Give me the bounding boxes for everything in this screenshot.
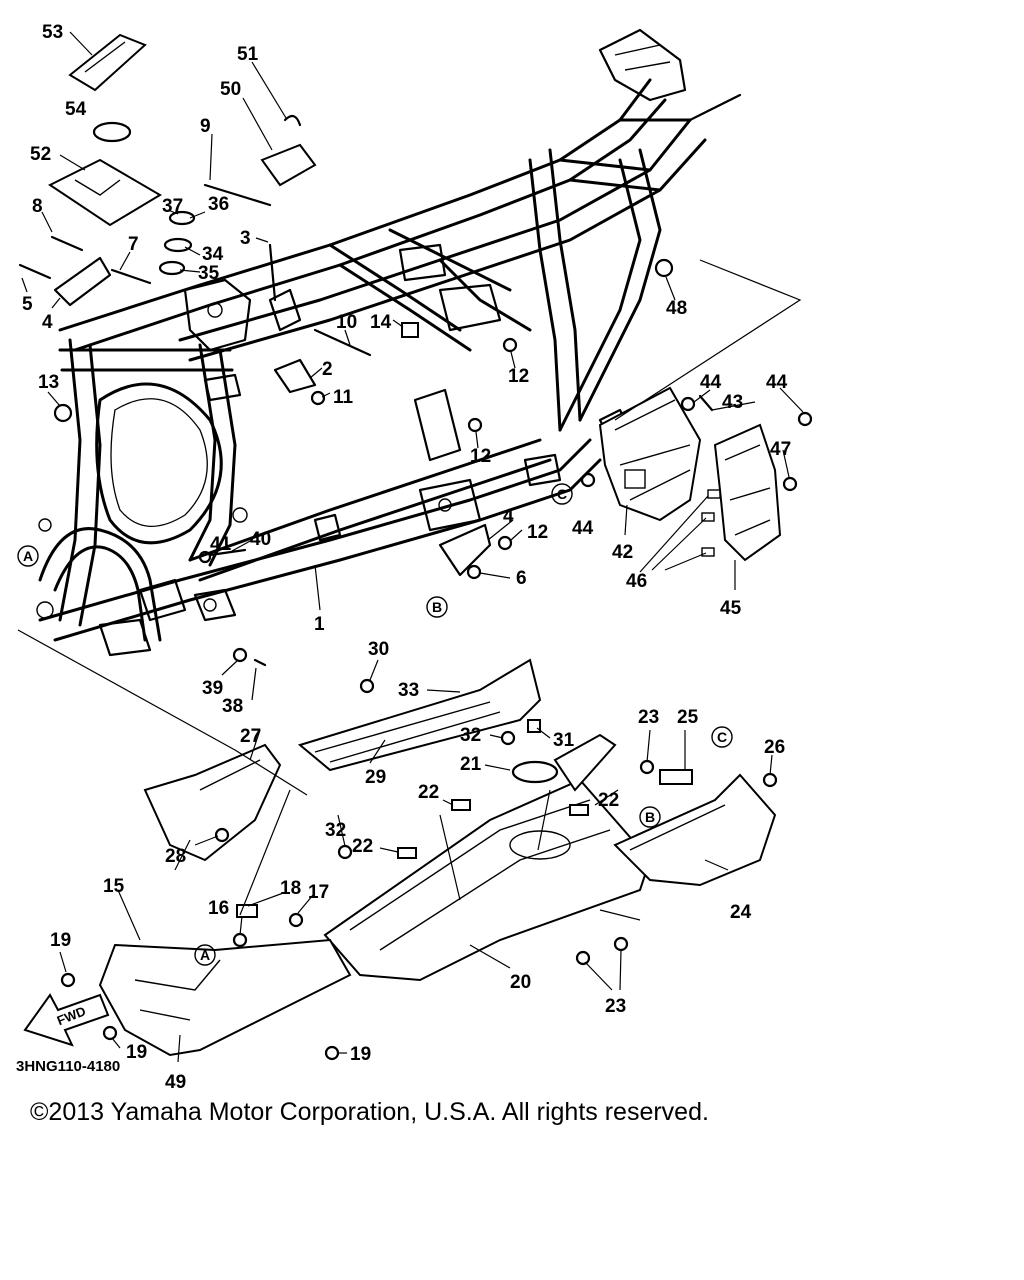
callout-52: 52 <box>30 144 51 165</box>
callout-10: 10 <box>336 312 357 333</box>
callout-24: 24 <box>730 902 752 923</box>
callout-numbers: 53 54 52 51 50 9 8 37 36 3 34 35 7 5 4 1… <box>22 22 791 1093</box>
callout-23-b: 23 <box>605 996 626 1017</box>
callout-4-b: 4 <box>503 506 514 527</box>
callout-12-b: 12 <box>470 446 491 467</box>
hardware-upper <box>18 33 674 667</box>
callout-44: 44 <box>700 372 722 393</box>
callout-53: 53 <box>42 22 63 43</box>
ref-letter-b-2: B <box>645 809 655 825</box>
callout-33: 33 <box>398 680 419 701</box>
callout-20: 20 <box>510 972 531 993</box>
callout-16: 16 <box>208 898 229 919</box>
callout-54: 54 <box>65 99 87 120</box>
callout-5: 5 <box>22 294 33 315</box>
callout-23: 23 <box>638 707 659 728</box>
callout-31: 31 <box>553 730 575 751</box>
callout-3: 3 <box>240 228 251 249</box>
callout-9: 9 <box>200 116 211 137</box>
callout-35: 35 <box>198 263 220 284</box>
callout-44-c: 44 <box>572 518 594 539</box>
callout-19-c: 19 <box>350 1044 371 1065</box>
callout-11: 11 <box>333 387 354 408</box>
callout-4: 4 <box>42 312 53 333</box>
callout-1: 1 <box>314 614 325 635</box>
callout-21: 21 <box>460 754 482 775</box>
callout-22-b: 22 <box>598 790 619 811</box>
callout-6: 6 <box>516 568 527 589</box>
callout-42: 42 <box>612 542 633 563</box>
fwd-arrow: FWD <box>23 993 110 1047</box>
callout-30: 30 <box>368 639 389 660</box>
ref-letter-b-1: B <box>432 599 442 615</box>
callout-7: 7 <box>128 234 139 255</box>
frame-diagram-svg: FWD <box>17 22 813 1093</box>
callout-25: 25 <box>677 707 699 728</box>
callout-17: 17 <box>308 882 329 903</box>
callout-50: 50 <box>220 79 241 100</box>
callout-19: 19 <box>50 930 71 951</box>
copyright-notice: ©2013 Yamaha Motor Corporation, U.S.A. A… <box>30 1098 709 1126</box>
ref-letter-a-1: A <box>23 548 33 564</box>
callout-34: 34 <box>202 244 224 265</box>
callout-32: 32 <box>460 725 481 746</box>
callout-15: 15 <box>103 876 125 897</box>
callout-14: 14 <box>370 312 392 333</box>
callout-39: 39 <box>202 678 223 699</box>
callout-19-b: 19 <box>126 1042 147 1063</box>
callout-26: 26 <box>764 737 785 758</box>
callout-46: 46 <box>626 571 647 592</box>
callout-38: 38 <box>222 696 243 717</box>
ref-letter-a-2: A <box>200 947 210 963</box>
leader-lines <box>21 31 804 1063</box>
callout-44-b: 44 <box>766 372 788 393</box>
ref-letters: A B C C B A <box>17 483 733 966</box>
callout-37: 37 <box>162 196 183 217</box>
callout-18: 18 <box>280 878 301 899</box>
callout-13: 13 <box>38 372 59 393</box>
callout-22: 22 <box>418 782 439 803</box>
callout-49: 49 <box>165 1072 186 1093</box>
callout-29: 29 <box>365 767 386 788</box>
callout-36: 36 <box>208 194 229 215</box>
callout-12-c: 12 <box>527 522 548 543</box>
callout-51: 51 <box>237 44 259 65</box>
callout-45: 45 <box>720 598 742 619</box>
skid-plates <box>60 658 778 1061</box>
callout-28: 28 <box>165 846 186 867</box>
callout-22-c: 22 <box>352 836 373 857</box>
part-code: 3HNG110-4180 <box>16 1058 121 1075</box>
callout-27: 27 <box>240 726 261 747</box>
callout-32-b: 32 <box>325 820 346 841</box>
battery-box <box>580 386 813 562</box>
callout-8: 8 <box>32 196 43 217</box>
reference-lines <box>17 259 802 921</box>
callout-12: 12 <box>508 366 529 387</box>
ref-letter-c-1: C <box>557 486 567 502</box>
main-frame <box>36 28 742 657</box>
callout-40: 40 <box>250 529 271 550</box>
callout-48: 48 <box>666 298 687 319</box>
ref-letter-c-2: C <box>717 729 727 745</box>
callout-43: 43 <box>722 392 743 413</box>
callout-2: 2 <box>322 359 333 380</box>
callout-41: 41 <box>210 534 232 555</box>
callout-47: 47 <box>770 439 791 460</box>
